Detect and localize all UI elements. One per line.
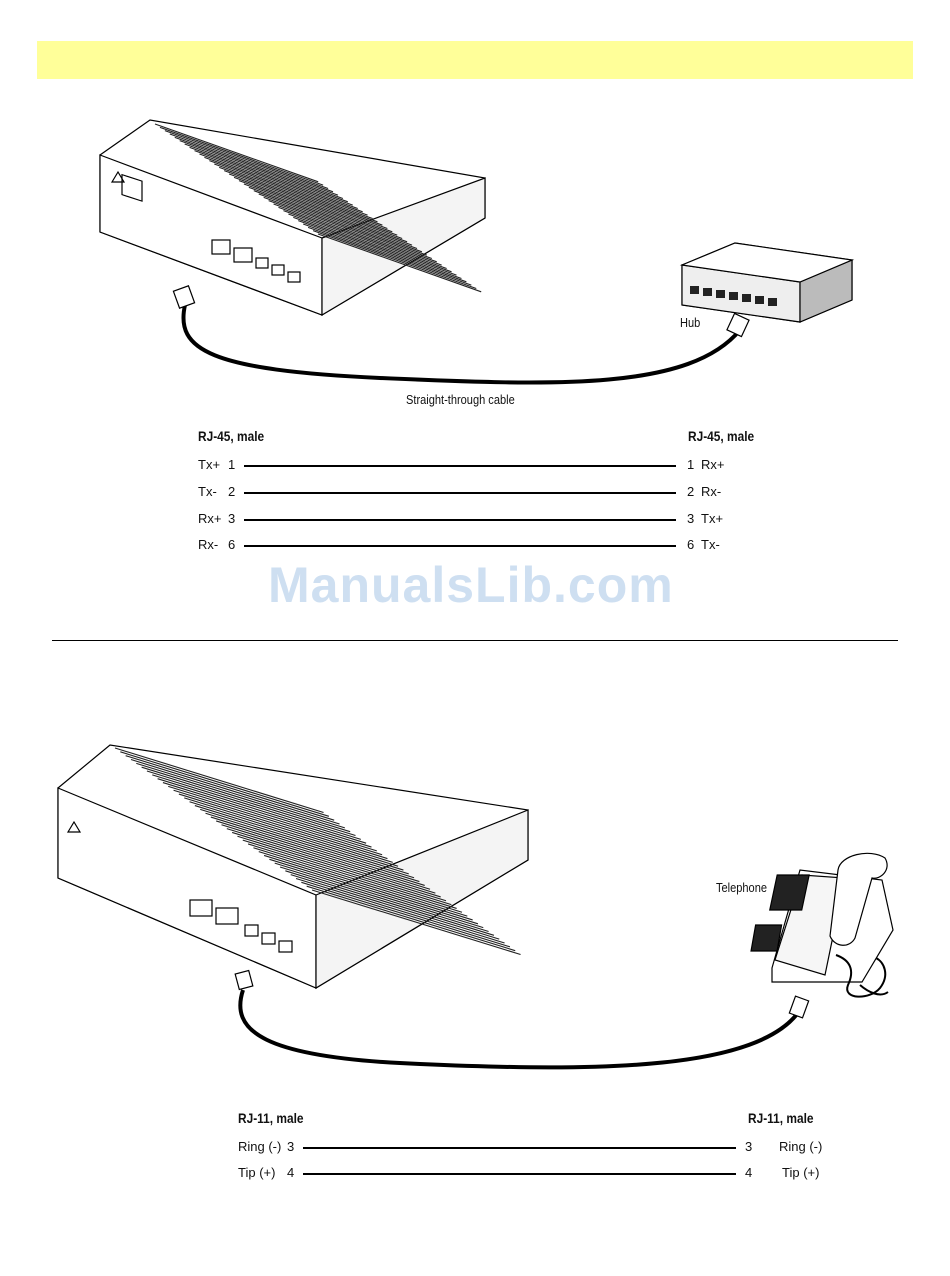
left-pin: 3 [228,509,235,529]
right-connector-header: RJ-11, male [748,1110,814,1126]
telephone-cable-line [240,990,800,1067]
left-pin: 3 [287,1137,294,1157]
right-signal: Tx- [701,535,720,555]
rj11-plug-left [235,970,253,989]
wire-line [244,545,676,547]
router-device-illustration [100,120,485,315]
hub-label: Hub [680,315,700,330]
left-signal: Tip (+) [238,1163,275,1183]
ethernet-connection-figure: Hub Straight-through cable [0,100,950,420]
straight-through-cable-line [183,305,740,383]
rj45-plug-right [727,313,749,336]
right-pin: 4 [745,1163,752,1183]
right-signal: Ring (-) [779,1137,822,1157]
wire-line [244,492,676,494]
left-pin: 1 [228,455,235,475]
right-pin: 2 [687,482,694,502]
telephone-connection-figure: Telephone [0,730,950,1090]
left-connector-header: RJ-11, male [238,1110,304,1126]
right-pin: 3 [745,1137,752,1157]
right-connector-header: RJ-45, male [688,428,754,444]
rj11-pinout-table: RJ-11, male RJ-11, male Ring (-) 3 3 Rin… [238,1110,828,1190]
left-signal: Tx+ [198,455,220,475]
right-pin: 6 [687,535,694,555]
left-pin: 4 [287,1163,294,1183]
left-signal: Rx+ [198,509,221,529]
section-divider [52,640,898,641]
left-pin: 2 [228,482,235,502]
wire-line [244,519,676,521]
wire-line [244,465,676,467]
left-signal: Rx- [198,535,218,555]
right-pin: 3 [687,509,694,529]
pinout-row: Ring (-) 3 3 Ring (-) [238,1137,828,1157]
rj11-plug-right [789,996,808,1018]
right-signal: Tip (+) [782,1163,819,1183]
pinout-row: Tx+ 1 1 Rx+ [198,455,768,475]
header-bar [37,41,913,79]
router-to-hub-illustration [0,100,950,420]
telephone-illustration [751,853,893,996]
pinout-row: Tx- 2 2 Rx- [198,482,768,502]
right-pin: 1 [687,455,694,475]
right-signal: Tx+ [701,509,723,529]
rj45-pinout-table: RJ-45, male RJ-45, male Tx+ 1 1 Rx+ Tx- … [198,428,768,558]
telephone-label: Telephone [716,880,767,895]
left-signal: Tx- [198,482,217,502]
pinout-row: Tip (+) 4 4 Tip (+) [238,1163,828,1183]
wire-line [303,1147,736,1149]
right-signal: Rx- [701,482,721,502]
watermark: ManualsLib.com [268,556,674,614]
cable-label: Straight-through cable [406,392,515,407]
left-pin: 6 [228,535,235,555]
left-signal: Ring (-) [238,1137,281,1157]
hub-device-illustration [682,243,852,322]
right-signal: Rx+ [701,455,724,475]
pinout-row: Rx+ 3 3 Tx+ [198,509,768,529]
left-connector-header: RJ-45, male [198,428,264,444]
router-device-illustration [58,745,528,988]
router-to-telephone-illustration [0,730,950,1090]
pinout-row: Rx- 6 6 Tx- [198,535,768,555]
rj45-plug-left [173,286,194,308]
wire-line [303,1173,736,1175]
